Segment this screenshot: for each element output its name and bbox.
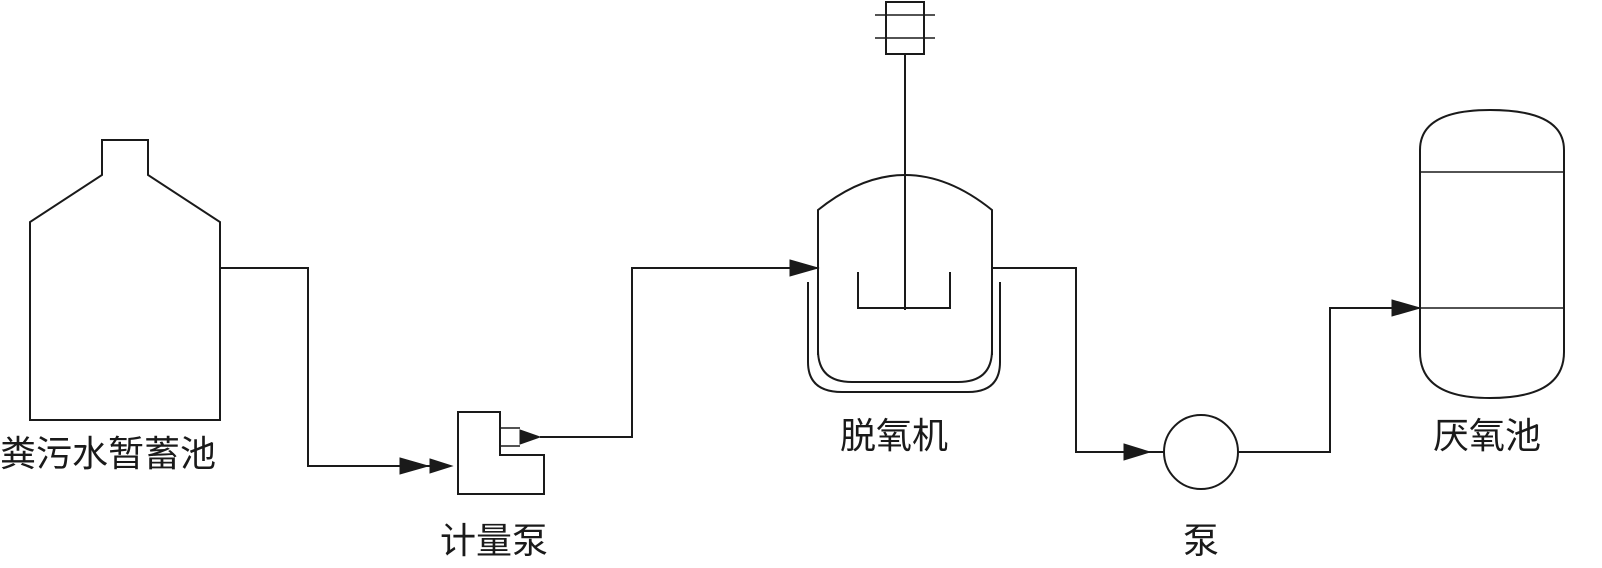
arrow-icon [519,429,542,445]
pipe-tank-to-metering-pump [220,267,454,475]
pipe-deoxygenator-to-pump [992,267,1164,461]
anaerobic-tank [1419,108,1565,400]
metering-pump-label: 计量泵 [440,521,548,562]
pipe-pump-to-anaerobic-tank [1238,299,1422,453]
pump-icon [1163,414,1239,490]
pump-label: 泵 [1183,521,1219,562]
motor-icon [885,1,925,55]
arrow-icon [1123,443,1152,461]
anaerobic-tank-label: 厌氧池 [1433,416,1541,457]
arrow-icon [789,259,820,277]
storage-tank-label: 粪污水暂蓄池 [0,434,216,475]
deoxygenator [807,1,1001,393]
deoxygenator-label: 脱氧机 [840,416,948,457]
pipe-metering-pump-to-deoxygenator [540,259,820,438]
pump [1163,414,1239,490]
arrow-icon [399,457,430,475]
storage-tank [29,139,221,421]
metering-pump [457,411,545,495]
arrow-icon [429,458,454,474]
arrow-icon [1391,299,1422,317]
